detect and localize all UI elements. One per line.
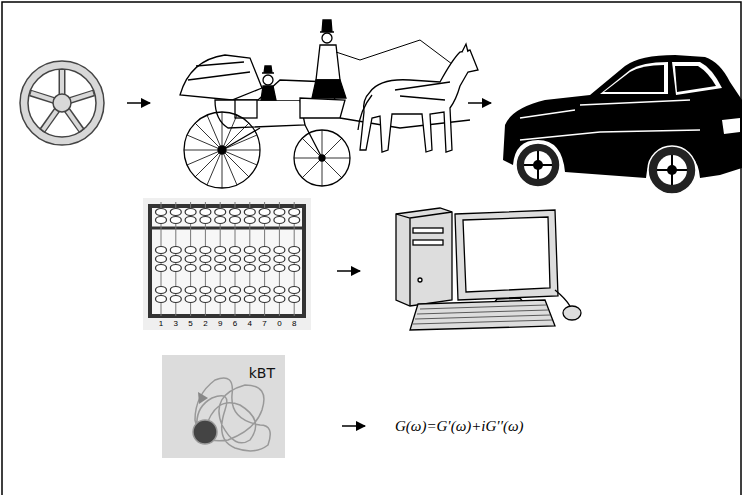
carriage — [180, 20, 478, 188]
abacus-digit: 4 — [248, 319, 252, 328]
car — [503, 55, 742, 194]
abacus-digit: 7 — [262, 319, 266, 328]
abacus-digit: 3 — [174, 319, 178, 328]
polymer-box — [162, 355, 285, 458]
arrow — [337, 270, 360, 272]
arrow — [342, 425, 365, 427]
abacus-digit: 9 — [218, 319, 222, 328]
arrow — [468, 102, 491, 104]
abacus — [143, 198, 311, 330]
abacus-digit: 5 — [188, 319, 192, 328]
abacus-digit: 6 — [233, 319, 237, 328]
abacus-digit: 2 — [203, 319, 207, 328]
node-text: kBT — [249, 365, 275, 381]
arrow — [127, 102, 150, 104]
abacus-digit: 0 — [277, 319, 281, 328]
thermal-box: kBT — [162, 355, 285, 458]
abacus-digit: 8 — [292, 319, 296, 328]
complex-modulus-equation: G(ω)=G′(ω)+iG′′(ω) — [395, 418, 524, 435]
wheel — [20, 61, 104, 145]
computer — [396, 208, 581, 330]
abacus-digit: 1 — [159, 319, 163, 328]
